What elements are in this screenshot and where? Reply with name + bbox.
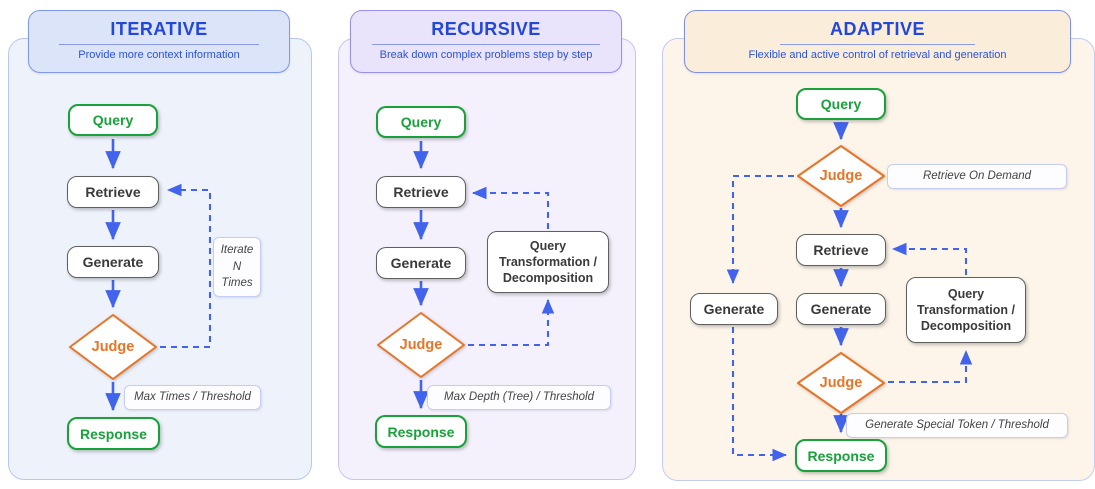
- panel-subtitle: Flexible and active control of retrieval…: [748, 49, 1007, 61]
- node-retrieve: Retrieve: [796, 234, 886, 266]
- node-judge: Judge: [68, 314, 158, 380]
- panel-title: RECURSIVE: [431, 19, 541, 39]
- node-response: Response: [795, 439, 887, 472]
- judge-label: Judge: [399, 337, 443, 353]
- dashed-p1-judge-to-retrieve: [160, 183, 212, 349]
- node-generate: Generate: [376, 247, 466, 279]
- node-query: Query: [68, 104, 158, 136]
- node-judge-top: Judge: [796, 145, 886, 207]
- node-judge-bottom: Judge: [796, 352, 886, 414]
- title-underline: [372, 44, 600, 45]
- judge-label: Judge: [819, 375, 863, 391]
- header-adaptive: ADAPTIVE Flexible and active control of …: [684, 10, 1071, 73]
- panel-title: ITERATIVE: [110, 19, 208, 39]
- node-response: Response: [67, 417, 160, 450]
- title-underline: [59, 44, 259, 45]
- dashed-p3-generate-left-to-response: [731, 327, 788, 462]
- node-query: Query: [796, 88, 886, 120]
- node-query-transformation: Query Transformation / Decomposition: [487, 231, 609, 293]
- node-generate-left: Generate: [690, 293, 778, 325]
- dashed-p3-judge2-to-transform: [888, 349, 973, 384]
- judge-label: Judge: [91, 339, 135, 355]
- header-recursive: RECURSIVE Break down complex problems st…: [350, 10, 622, 73]
- node-generate: Generate: [796, 293, 886, 325]
- exit-condition-label: Max Times / Threshold: [124, 385, 261, 410]
- node-query-transformation: Query Transformation / Decomposition: [906, 277, 1026, 343]
- title-underline: [780, 44, 975, 45]
- header-iterative: ITERATIVE Provide more context informati…: [28, 10, 290, 73]
- diamond-shape: [797, 145, 885, 207]
- diamond-shape: [797, 352, 885, 414]
- exit-condition-label: Max Depth (Tree) / Threshold: [427, 385, 611, 410]
- node-response: Response: [375, 415, 467, 448]
- dashed-p2-judge-to-transform: [468, 298, 555, 347]
- exit-condition-label: Generate Special Token / Threshold: [846, 413, 1068, 438]
- node-retrieve: Retrieve: [67, 176, 159, 208]
- node-generate: Generate: [67, 246, 159, 278]
- loop-note-label: Iterate N Times: [213, 237, 261, 297]
- dashed-p3-judge-to-generate-left: [726, 174, 794, 285]
- diamond-shape: [377, 312, 465, 378]
- node-judge: Judge: [376, 312, 466, 378]
- dashed-p2-transform-to-retrieve: [471, 186, 550, 229]
- judge-label: Judge: [819, 168, 863, 184]
- on-demand-label: Retrieve On Demand: [887, 164, 1067, 189]
- diamond-shape: [69, 314, 157, 380]
- panel-subtitle: Break down complex problems step by step: [379, 49, 593, 61]
- panel-title: ADAPTIVE: [829, 19, 925, 39]
- dashed-p3-transform-to-retrieve: [891, 242, 968, 275]
- node-query: Query: [376, 106, 466, 138]
- panel-subtitle: Provide more context information: [78, 49, 240, 61]
- node-retrieve: Retrieve: [376, 176, 466, 208]
